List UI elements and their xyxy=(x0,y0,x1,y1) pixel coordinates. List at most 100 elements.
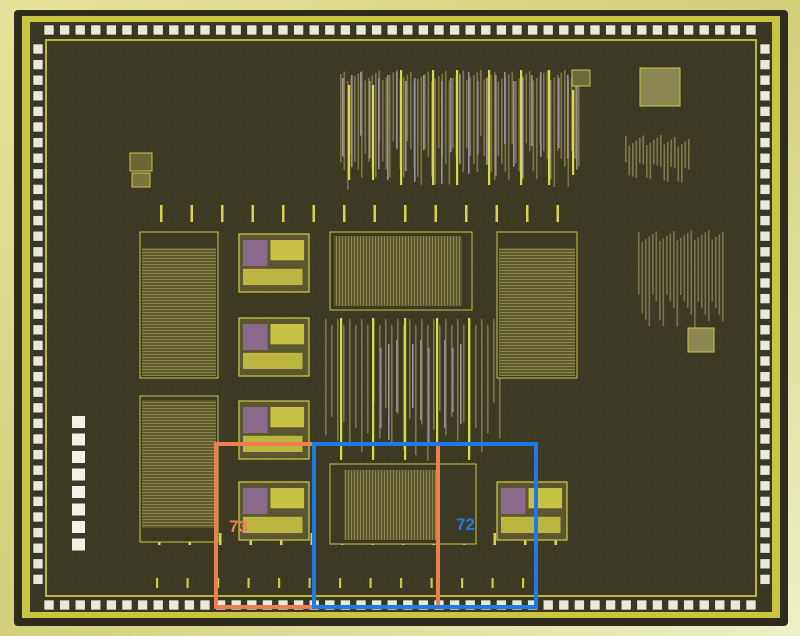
texture-line xyxy=(392,72,395,142)
bond-pad xyxy=(605,599,616,611)
texture-line xyxy=(676,240,679,327)
texture-line xyxy=(421,319,423,425)
tick xyxy=(308,578,311,588)
texture-line xyxy=(508,74,510,180)
bond-pad xyxy=(759,527,771,538)
bond-pad xyxy=(371,24,382,36)
bond-pad xyxy=(449,24,460,36)
bond-pad xyxy=(32,433,44,445)
bond-pad xyxy=(152,599,164,611)
texture-line xyxy=(564,70,566,167)
bond-pad xyxy=(759,168,771,180)
texture-line xyxy=(391,325,393,445)
bond-pad xyxy=(32,449,44,460)
bond-pad xyxy=(759,74,771,86)
bond-pad xyxy=(199,24,211,36)
bond-pad xyxy=(32,496,44,507)
texture-line xyxy=(648,236,651,327)
tick xyxy=(247,578,250,588)
bond-pad xyxy=(74,599,86,611)
texture-line xyxy=(439,325,441,412)
texture-line xyxy=(396,340,398,412)
texture-line xyxy=(406,74,409,142)
bond-pad xyxy=(340,24,351,36)
texture-line xyxy=(558,78,560,148)
texture-line xyxy=(578,72,580,167)
texture-line xyxy=(670,139,673,167)
texture-line xyxy=(642,135,645,165)
bond-pad xyxy=(106,24,117,36)
texture-line xyxy=(704,232,707,315)
bond-pad xyxy=(433,24,445,36)
texture-line xyxy=(431,81,433,177)
texture-line xyxy=(687,233,689,309)
bond-pad xyxy=(542,599,554,611)
cell-yellow xyxy=(501,516,561,534)
texture-line xyxy=(389,75,391,178)
small-block xyxy=(571,69,591,87)
texture-line xyxy=(380,348,382,428)
bond-pad xyxy=(32,152,44,164)
bond-pad xyxy=(32,43,44,55)
bond-pad xyxy=(496,24,507,36)
bond-pad xyxy=(246,24,258,36)
bond-pad xyxy=(32,511,44,523)
bus-bar xyxy=(572,90,575,175)
bond-pad xyxy=(137,599,148,611)
small-block xyxy=(687,327,715,353)
texture-line xyxy=(567,75,569,159)
texture-line xyxy=(550,80,552,179)
memory-array xyxy=(142,248,216,376)
bond-pad xyxy=(32,355,44,367)
bond-pad xyxy=(636,24,648,36)
texture-line xyxy=(483,79,486,156)
bond-pad xyxy=(759,184,771,195)
memory-array xyxy=(334,236,462,306)
test-pad xyxy=(72,416,85,428)
bond-pad xyxy=(698,599,710,611)
texture-line xyxy=(683,235,686,302)
texture-line xyxy=(677,146,680,182)
bond-pad xyxy=(32,574,44,585)
bond-pad xyxy=(620,24,632,36)
texture-line xyxy=(415,325,417,456)
texture-line xyxy=(480,70,482,136)
texture-line xyxy=(574,74,577,159)
bond-pad xyxy=(32,246,44,258)
tick xyxy=(522,578,525,588)
cell-purple xyxy=(243,240,268,267)
bus-bar xyxy=(432,70,435,185)
texture-line xyxy=(473,75,475,165)
annotation-label-73: 73 xyxy=(229,517,248,536)
texture-line xyxy=(681,144,683,183)
bond-pad xyxy=(32,90,44,102)
texture-line xyxy=(445,71,447,165)
bus-bar xyxy=(348,85,351,180)
bond-pad xyxy=(277,24,289,36)
bond-pad xyxy=(620,599,632,611)
texture-line xyxy=(361,319,363,452)
texture-line xyxy=(646,145,648,178)
texture-line xyxy=(385,319,387,409)
texture-line xyxy=(557,75,559,151)
test-pad xyxy=(72,486,85,498)
bond-pad xyxy=(32,121,44,133)
bond-pad xyxy=(574,599,585,611)
tick xyxy=(312,205,315,222)
bond-pad xyxy=(32,230,44,242)
texture-line xyxy=(652,234,654,295)
bond-pad xyxy=(730,599,741,611)
texture-line xyxy=(385,77,388,170)
bond-pad xyxy=(43,599,55,611)
test-pad xyxy=(72,521,85,533)
bond-pad xyxy=(121,599,133,611)
texture-line xyxy=(499,325,501,439)
cell-yellow xyxy=(528,488,563,509)
texture-line xyxy=(441,81,443,184)
bond-pad xyxy=(574,24,585,36)
tick xyxy=(404,205,407,222)
memory-array xyxy=(142,400,216,528)
bond-pad xyxy=(759,137,771,148)
texture-line xyxy=(546,70,549,160)
texture-line xyxy=(635,140,638,178)
